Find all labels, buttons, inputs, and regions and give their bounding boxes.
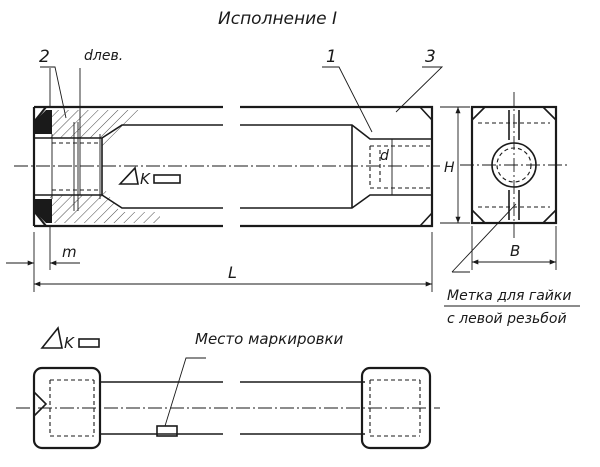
item-2-label: 2 bbox=[39, 47, 50, 67]
roughness-k-top: K bbox=[118, 166, 181, 188]
dim-h-label: H bbox=[444, 160, 455, 176]
item-1-label: 1 bbox=[326, 47, 337, 67]
title: Исполнение I bbox=[218, 9, 337, 29]
top-view-left-part bbox=[32, 105, 223, 228]
mark-note-line2: с левой резьбой bbox=[447, 311, 567, 327]
marking-place-label: Место маркировки bbox=[195, 330, 344, 348]
dim-l-label: L bbox=[228, 263, 237, 282]
mark-note-line1: Метка для гайки bbox=[447, 288, 571, 304]
svg-text:K: K bbox=[140, 170, 151, 188]
top-view-right-part bbox=[240, 105, 434, 228]
svg-text:K: K bbox=[64, 334, 75, 352]
item-3-label: 3 bbox=[425, 47, 436, 67]
dim-d-left-label: dлев. bbox=[84, 48, 123, 64]
marking-rect bbox=[156, 425, 178, 437]
bottom-view-left bbox=[32, 366, 223, 450]
dim-b-label: B bbox=[510, 242, 520, 260]
dim-m-label: m bbox=[62, 243, 77, 261]
end-view bbox=[460, 92, 570, 240]
roughness-k-bottom: K bbox=[40, 326, 100, 352]
dim-d-label: d bbox=[380, 148, 389, 164]
